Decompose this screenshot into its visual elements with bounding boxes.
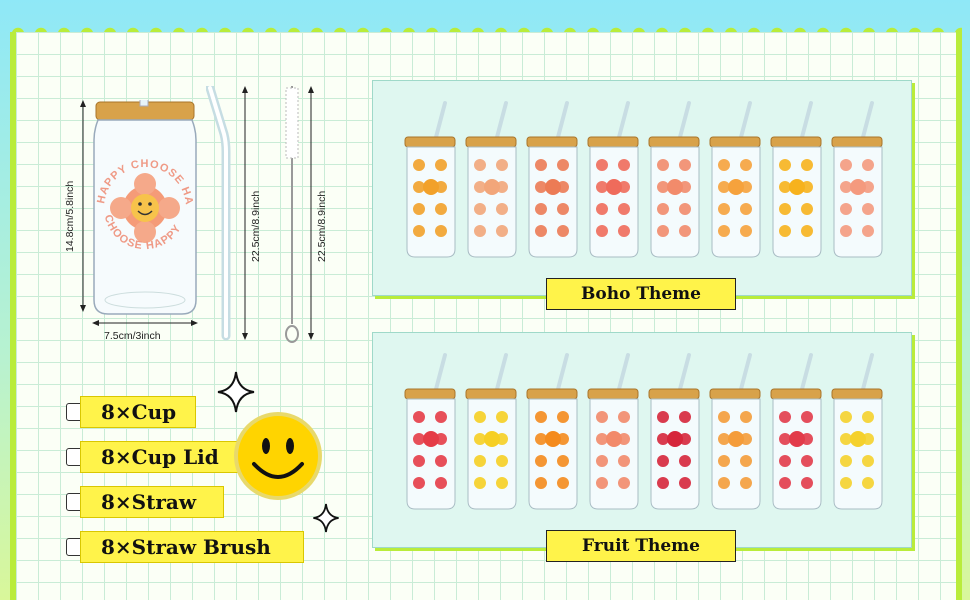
fruit-cup [831, 353, 883, 510]
cup-illustration: HAPPY CHOOSE HA CHOOSE HAPPY [93, 100, 197, 315]
contents-item-straw-brush: 8×Straw Brush [80, 531, 304, 563]
contents-item-cup-lid: 8×Cup Lid [80, 441, 242, 473]
straw-length-label: 22.5cm/8.9inch [250, 190, 262, 262]
fruit-cup [709, 353, 761, 510]
boho-cup [770, 101, 822, 258]
cup-height-label: 14.8cm/5.8inch [64, 180, 76, 252]
fruit-cup [465, 353, 517, 510]
fruit-theme-panel [372, 332, 912, 548]
boho-theme-panel [372, 80, 912, 296]
brush-length-label: 22.5cm/8.9inch [316, 190, 328, 262]
boho-cup [831, 101, 883, 258]
cup-height-dimension [80, 100, 86, 312]
contents-item-straw: 8×Straw [80, 486, 224, 518]
fruit-cup [526, 353, 578, 510]
fruit-cup [404, 353, 456, 510]
straw-brush-illustration [285, 86, 299, 343]
boho-cup [404, 101, 456, 258]
boho-cup [587, 101, 639, 258]
straw-length-dimension [242, 86, 248, 340]
boho-theme-tag: Boho Theme [546, 278, 736, 310]
cup-width-dimension [92, 320, 198, 326]
sparkle-icon [217, 371, 255, 413]
straw-illustration [206, 86, 231, 341]
fruit-cups-row [404, 353, 883, 510]
cup-width-label: 7.5cm/3inch [104, 330, 161, 342]
boho-cup [465, 101, 517, 258]
sparkle-icon [313, 503, 339, 533]
fruit-cup [648, 353, 700, 510]
boho-cup [648, 101, 700, 258]
fruit-cup [770, 353, 822, 510]
fruit-cup [587, 353, 639, 510]
smiley-face-icon [234, 412, 322, 500]
fruit-theme-tag: Fruit Theme [546, 530, 736, 562]
contents-item-cup: 8×Cup [80, 396, 196, 428]
boho-cups-row [404, 101, 883, 258]
brush-length-dimension [308, 86, 314, 340]
boho-cup [526, 101, 578, 258]
boho-cup [709, 101, 761, 258]
